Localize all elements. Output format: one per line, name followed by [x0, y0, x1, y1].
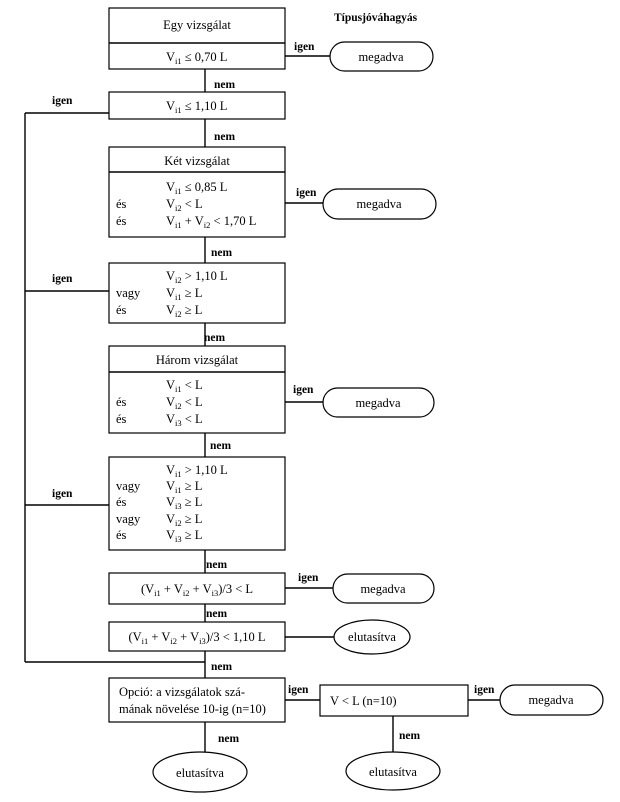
box-final: V < L (n=10): [319, 684, 469, 717]
label-yes-9: igen: [474, 684, 495, 696]
terminal-accepted-5: [499, 684, 604, 716]
box-avg1-frame: [108, 572, 286, 605]
terminal-accepted-3-label: megadva: [355, 396, 401, 410]
label-no-10: nem: [399, 730, 421, 742]
terminal-rejected-3-label: elutasítva: [369, 765, 417, 779]
box-option-line-1: Opció: a vizsgálatok szá-: [119, 685, 245, 699]
box-final-cond: V < L (n=10): [330, 694, 397, 708]
box-check2: Vi1 ≤ 1,10 L: [108, 91, 286, 120]
diagram-title: Típusjóváhagyás: [334, 12, 418, 24]
box-check6-cond-2: Vi1 ≥ L: [166, 479, 202, 495]
box-avg2: (Vi1 + Vi2 + Vi3)/3 < 1,10 L: [108, 621, 286, 652]
box-two-test-cond-1: Vi1 ≤ 0,85 L: [166, 180, 227, 196]
label-yes-8: igen: [288, 684, 309, 696]
box-three-test-cond-1: Vi1 < L: [166, 378, 203, 394]
terminal-accepted-5-label: megadva: [528, 693, 574, 707]
box-three-test: Három vizsgálat Vi1 < L és Vi2 < L és Vi…: [108, 345, 286, 434]
terminal-rejected-3: [345, 751, 441, 791]
box-option-frame: [108, 677, 286, 723]
box-two-test: Két vizsgálat Vi1 ≤ 0,85 L és Vi2 < L és…: [108, 146, 286, 238]
box-two-test-frame: [108, 146, 286, 238]
connectors: [24, 55, 500, 753]
box-two-test-and-1: és: [116, 197, 127, 211]
box-three-test-cond-3: Vi3 < L: [166, 412, 203, 428]
box-check6-cond-5: Vi3 ≥ L: [166, 528, 202, 544]
box-check6-cond-4: Vi2 ≥ L: [166, 512, 202, 528]
label-no-8: nem: [211, 661, 233, 673]
edge-labels: igen nem igen nem igen nem igen nem igen…: [52, 41, 495, 745]
box-check6-and-1: és: [116, 495, 127, 509]
box-check6: Vi1 > 1,10 L vagy Vi1 ≥ L és Vi3 ≥ L vag…: [108, 456, 286, 551]
terminal-accepted-3: [322, 387, 435, 418]
box-one-test: Egy vizsgálat Vi1 ≤ 0,70 L: [108, 7, 286, 70]
label-no-9: nem: [218, 733, 240, 745]
box-check2-frame: [108, 91, 286, 120]
box-two-test-and-2: és: [116, 214, 127, 228]
label-yes-2: igen: [52, 95, 73, 107]
label-yes-7: igen: [298, 572, 319, 584]
terminal-accepted-2: [322, 188, 437, 220]
label-no-5: nem: [210, 440, 232, 452]
label-no-4: nem: [204, 332, 226, 344]
label-yes-3: igen: [296, 187, 317, 199]
box-check6-and-2: és: [116, 528, 127, 542]
terminal-accepted-1-label: megadva: [358, 50, 404, 64]
label-no-6: nem: [206, 559, 228, 571]
label-yes-5: igen: [293, 384, 314, 396]
box-check4-frame: [108, 262, 286, 324]
box-check4-cond-1: Vi2 > 1,10 L: [166, 269, 228, 285]
terminal-accepted-4: [332, 573, 435, 604]
box-two-test-header: Két vizsgálat: [164, 154, 230, 168]
box-three-test-and-1: és: [116, 395, 127, 409]
box-three-test-cond-2: Vi2 < L: [166, 395, 203, 411]
box-one-test-header: Egy vizsgálat: [163, 18, 231, 32]
box-avg2-frame: [108, 621, 286, 652]
box-one-test-cond: Vi1 ≤ 0,70 L: [166, 50, 227, 66]
terminals: megadva megadva megadva megadva elutasít…: [152, 41, 604, 793]
box-two-test-cond-3: Vi1 + Vi2 < 1,70 L: [166, 214, 256, 230]
box-option: Opció: a vizsgálatok szá- mának növelése…: [108, 677, 286, 723]
box-avg1: (Vi1 + Vi2 + Vi3)/3 < L: [108, 572, 286, 605]
box-check6-or-1: vagy: [116, 479, 141, 493]
terminal-accepted-2-label: megadva: [356, 197, 402, 211]
terminal-accepted-1: [329, 41, 434, 72]
box-avg1-cond: (Vi1 + Vi2 + Vi3)/3 < L: [141, 582, 253, 598]
label-no-2: nem: [214, 131, 236, 143]
box-check4: Vi2 > 1,10 L vagy Vi1 ≥ L és Vi2 ≥ L: [108, 262, 286, 324]
label-yes-4: igen: [52, 273, 73, 285]
box-avg2-cond: (Vi1 + Vi2 + Vi3)/3 < 1,10 L: [128, 630, 265, 646]
box-three-test-header: Három vizsgálat: [156, 353, 239, 367]
box-three-test-frame: [108, 345, 286, 434]
label-no-3: nem: [211, 247, 233, 259]
box-check4-cond-3: Vi2 ≥ L: [166, 303, 202, 319]
terminal-rejected-2: [152, 751, 248, 793]
terminal-rejected-1: [333, 619, 411, 655]
box-one-test-frame: [108, 7, 286, 70]
box-option-line-2: mának növelése 10-ig (n=10): [119, 702, 266, 716]
label-no-1: nem: [214, 79, 236, 91]
box-check4-or: vagy: [116, 286, 141, 300]
box-check4-and: és: [116, 303, 127, 317]
box-final-frame: [319, 684, 469, 717]
box-check6-or-2: vagy: [116, 512, 141, 526]
terminal-accepted-4-label: megadva: [360, 582, 406, 596]
box-check6-cond-1: Vi1 > 1,10 L: [166, 463, 228, 479]
terminal-rejected-1-label: elutasítva: [348, 630, 396, 644]
box-check6-frame: [108, 456, 286, 551]
label-no-7: nem: [206, 608, 228, 620]
box-check4-cond-2: Vi1 ≥ L: [166, 286, 202, 302]
label-yes-6: igen: [52, 488, 73, 500]
terminal-rejected-2-label: elutasítva: [176, 766, 224, 780]
box-three-test-and-2: és: [116, 412, 127, 426]
label-yes-1: igen: [294, 41, 315, 53]
box-check6-cond-3: Vi3 ≥ L: [166, 495, 202, 511]
box-check2-cond: Vi1 ≤ 1,10 L: [166, 99, 227, 115]
box-two-test-cond-2: Vi2 < L: [166, 197, 203, 213]
